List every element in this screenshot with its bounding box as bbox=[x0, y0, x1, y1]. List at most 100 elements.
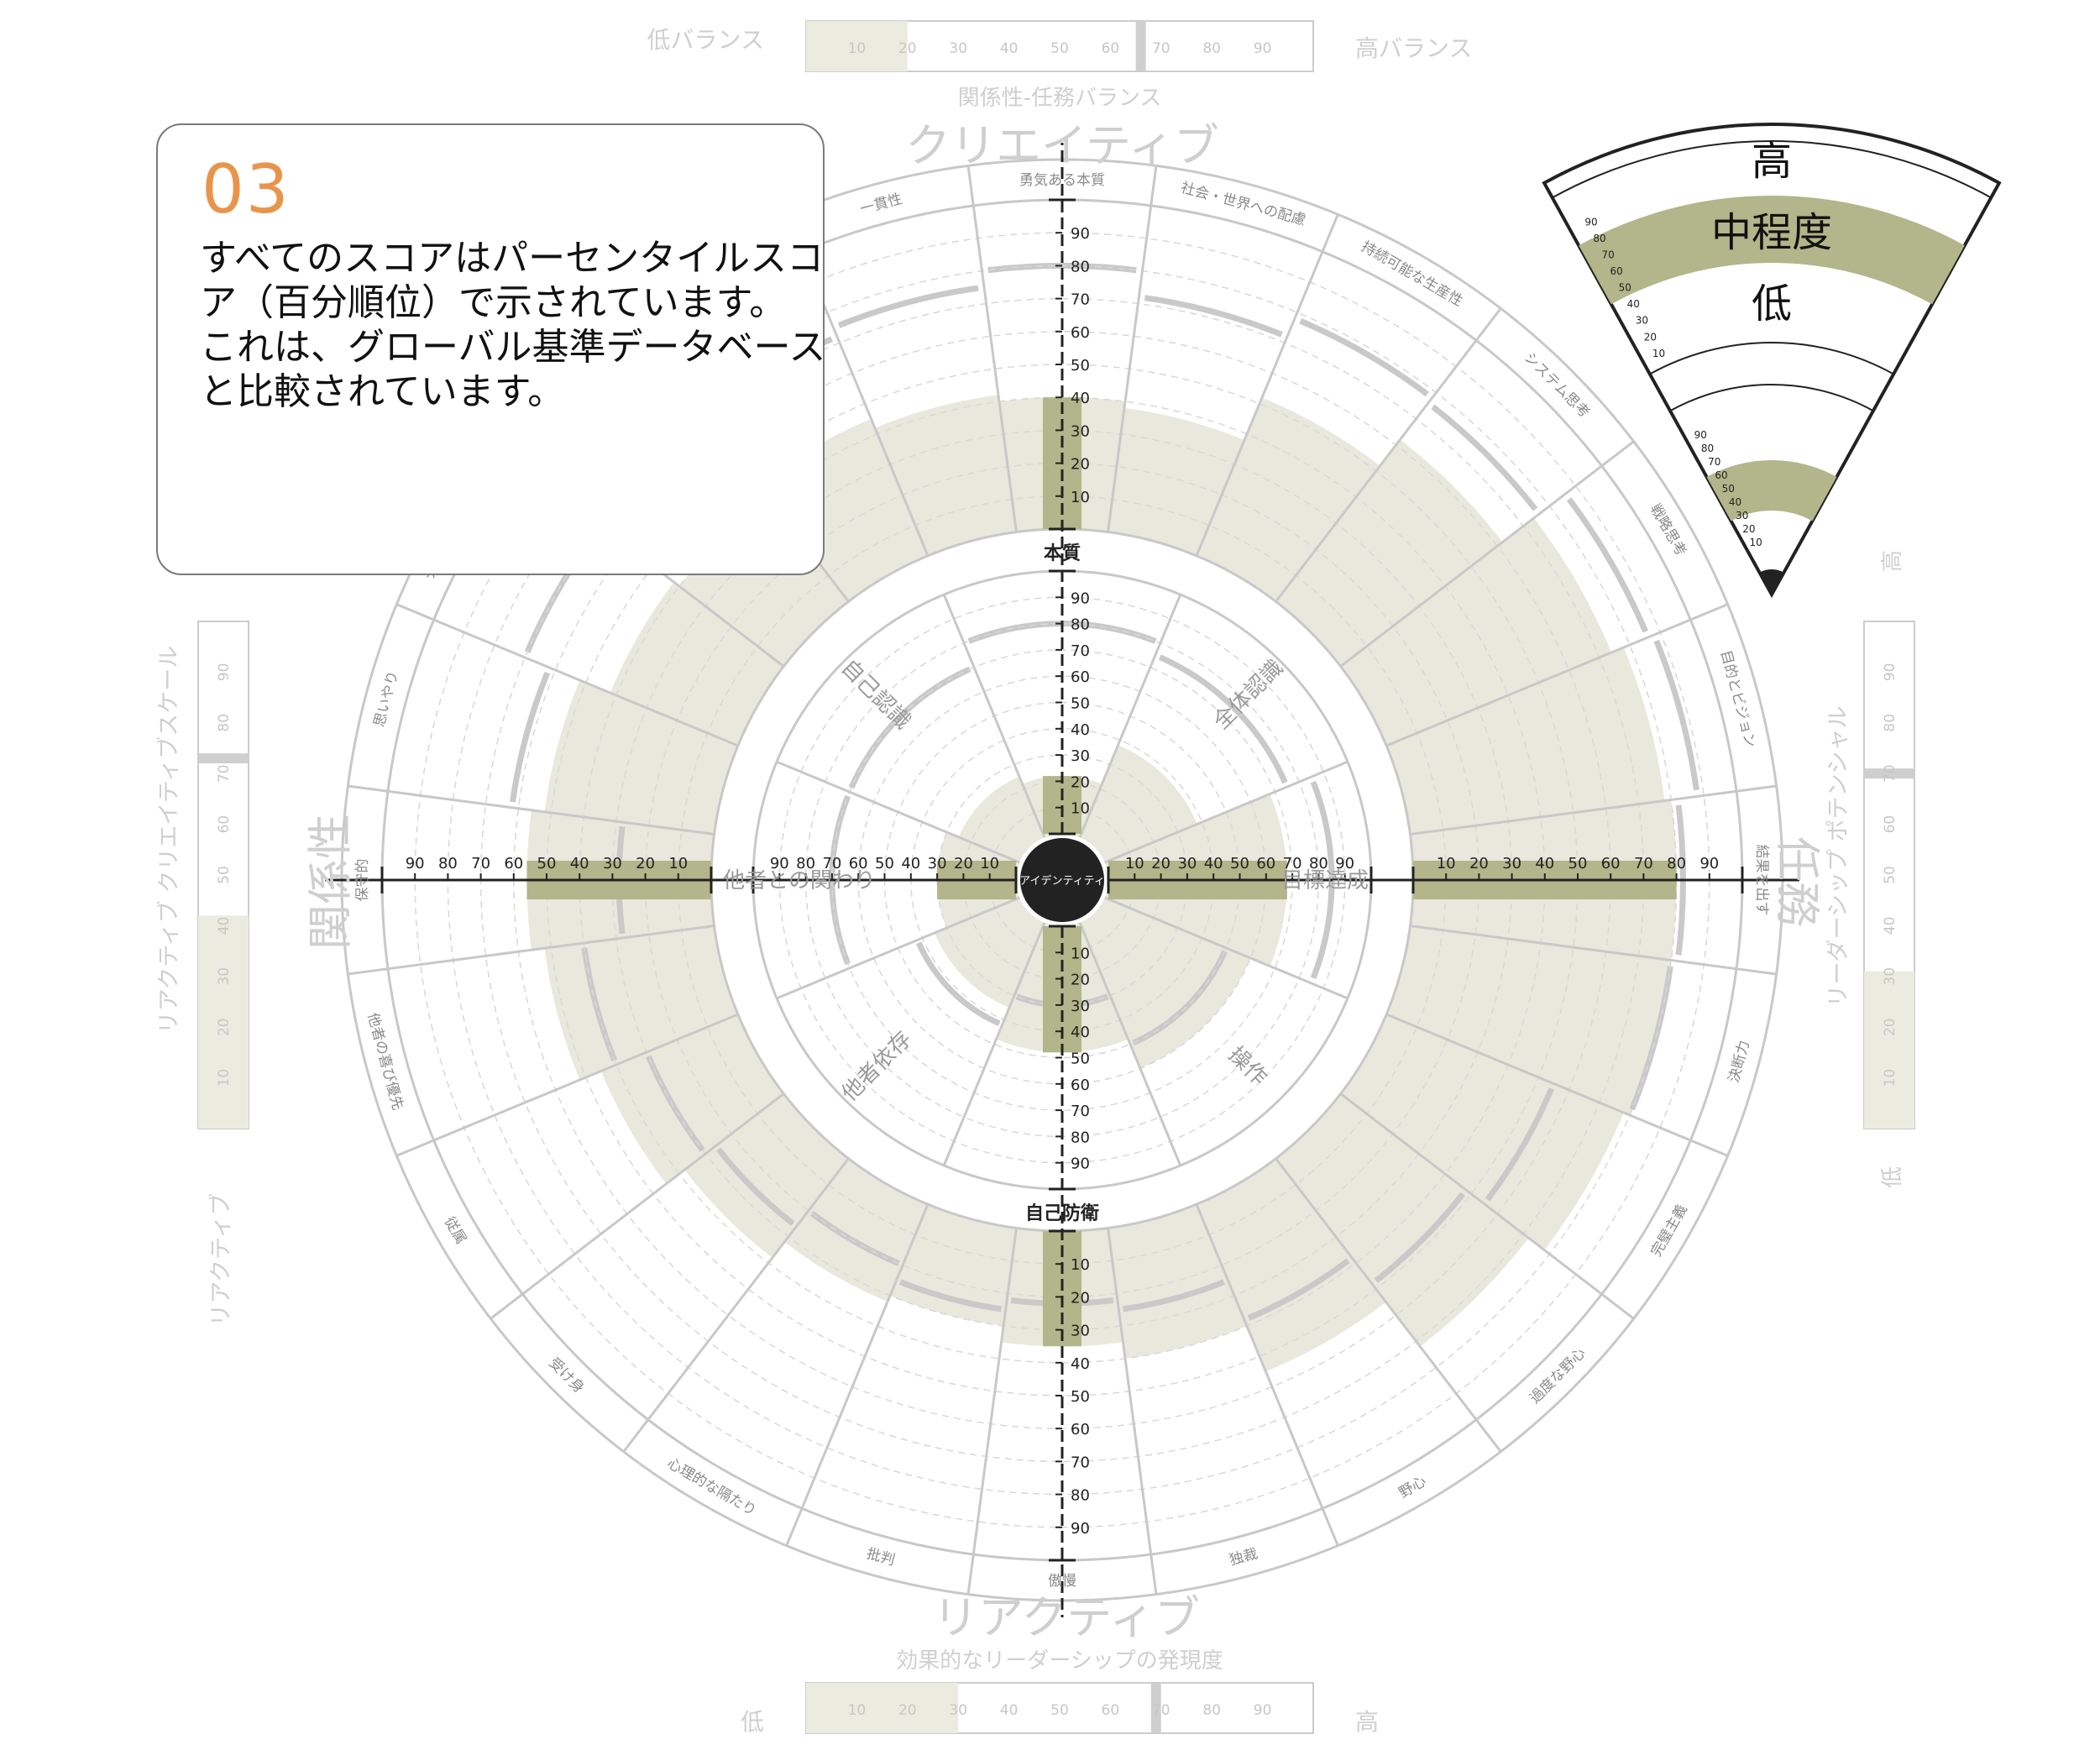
callout-line: これは、グローバル基準データベース bbox=[200, 326, 826, 369]
outer-marker-arc bbox=[1144, 295, 1283, 338]
outer-sector-label: 傲慢 bbox=[1048, 1572, 1076, 1590]
axis-tick-label: 30 bbox=[1071, 998, 1090, 1015]
outer-marker-arc bbox=[1566, 497, 1648, 633]
outer-sector-label: 社会・世界への配慮 bbox=[1179, 180, 1307, 229]
axis-tick-label: 20 bbox=[1151, 855, 1170, 872]
legend-tick: 10 bbox=[1652, 348, 1665, 359]
bottom_scale-marker bbox=[1150, 1683, 1161, 1733]
outer-sector-label: 戦略思考 bbox=[1647, 501, 1689, 559]
outer-sector-divider bbox=[348, 784, 715, 836]
axis-tick-label: 20 bbox=[1469, 855, 1489, 872]
outer-sector-divider bbox=[1385, 603, 1729, 747]
axis-tick-label: 70 bbox=[1071, 642, 1090, 660]
inner-marker-arc bbox=[915, 941, 1001, 1027]
axis-tick-label: 30 bbox=[1177, 855, 1197, 872]
bottom_scale-tick: 10 bbox=[848, 1702, 867, 1719]
axis-tick-label: 10 bbox=[668, 855, 688, 872]
outer-sector-divider bbox=[348, 925, 715, 976]
bottom_scale-tick: 40 bbox=[1000, 1702, 1019, 1719]
info-callout: 03 すべてのスコアはパーセンタイルスコ ア（百分順位）で示されています。 これ… bbox=[156, 123, 825, 575]
outer-ring-score-fills bbox=[510, 262, 1699, 1372]
outer-sector-label: 他者の喜び優先 bbox=[364, 1011, 406, 1112]
axis-tick-label: 60 bbox=[1071, 1077, 1090, 1094]
right_scale-tick: 30 bbox=[1882, 967, 1898, 986]
axis-tick-label: 70 bbox=[1071, 291, 1090, 309]
left_scale-tick: 20 bbox=[216, 1018, 233, 1036]
outer-sector-divider bbox=[1339, 440, 1635, 668]
axis-tick-label: 60 bbox=[1071, 668, 1090, 686]
axis-tick-label: 50 bbox=[1071, 357, 1090, 375]
callout-line: と比較されています。 bbox=[200, 370, 565, 413]
callout-line: ア（百分順位）で示されています。 bbox=[200, 281, 787, 324]
axis-tick-label: 50 bbox=[1071, 695, 1090, 713]
quadrant-labels: クリエイティブ リアクティブ 関係性 任務 bbox=[304, 119, 1824, 1644]
outer-sector-divider bbox=[1275, 307, 1502, 603]
axis-tick-label: 20 bbox=[1071, 1289, 1090, 1307]
inner-sector-label: 目標達成 bbox=[1281, 868, 1369, 893]
outer-sector-label: 結果を出す bbox=[1753, 845, 1770, 916]
axis-tick-label: 60 bbox=[1601, 855, 1621, 872]
callout-text: すべてのスコアはパーセンタイルスコ ア（百分順位）で示されています。 これは、グ… bbox=[200, 236, 826, 414]
axis-tick-label: 10 bbox=[1071, 800, 1090, 818]
outer-sector-label: 従属 bbox=[441, 1214, 469, 1247]
quadrant-label-bottom: リアクティブ bbox=[933, 1591, 1200, 1644]
axis-tick-label: 60 bbox=[849, 855, 868, 872]
inner-marker-arc bbox=[1158, 654, 1288, 784]
outer-sector-divider bbox=[1410, 925, 1777, 976]
axis-tick-label: 50 bbox=[875, 855, 894, 872]
outer-sector-divider bbox=[966, 165, 1018, 532]
outer-sector-divider bbox=[966, 1228, 1018, 1595]
outer-score-fill bbox=[1275, 439, 1503, 667]
axis-tick-label: 10 bbox=[1125, 855, 1144, 872]
axis-tick-label: 80 bbox=[1071, 258, 1090, 275]
legend-mid-label: 中程度 bbox=[1711, 209, 1832, 256]
bottom_scale-tick: 30 bbox=[949, 1702, 967, 1719]
bottom_scale-tick: 80 bbox=[1202, 1702, 1221, 1719]
outer-sector-divider bbox=[1107, 1228, 1158, 1595]
inner-sector-divider bbox=[1104, 896, 1349, 1000]
outer-score-fill bbox=[1340, 1014, 1624, 1250]
outer-marker-arc bbox=[1122, 1279, 1225, 1312]
outer-score-fill bbox=[544, 680, 738, 835]
outer-marker-arc bbox=[1247, 1258, 1350, 1321]
axis-tick-label: 30 bbox=[928, 855, 947, 872]
axis-tick-label: 60 bbox=[504, 855, 523, 872]
right_scale-fill bbox=[1864, 971, 1914, 1129]
axis-tick-label: 40 bbox=[1204, 855, 1223, 872]
outer-sector-label: 一貫性 bbox=[858, 191, 903, 218]
axis-tick-label: 10 bbox=[1071, 489, 1090, 506]
axis-tick-label: 60 bbox=[1256, 855, 1275, 872]
outer-score-fill bbox=[875, 395, 1017, 556]
axis-tick-label: 10 bbox=[1071, 1256, 1090, 1274]
outer-sector-label: システム思考 bbox=[1521, 349, 1593, 422]
right_scale-tick: 60 bbox=[1882, 815, 1898, 834]
legend-tick: 60 bbox=[1610, 265, 1623, 277]
axis-tick-label: 50 bbox=[537, 855, 557, 872]
top_scale-tick: 50 bbox=[1050, 40, 1069, 57]
legend-tick: 70 bbox=[1708, 456, 1720, 468]
axis-tick-label: 20 bbox=[1071, 456, 1090, 474]
outer-sector-divider bbox=[785, 1203, 930, 1547]
top_scale-title: 関係性-任務バランス bbox=[958, 86, 1162, 111]
top_scale-tick: 60 bbox=[1102, 40, 1120, 57]
left_scale-marker bbox=[198, 753, 249, 764]
inner-sector-divider bbox=[776, 896, 1020, 1000]
score-legend: 高中程度低90908080707060605050404030302020101… bbox=[1542, 123, 2002, 599]
legend-tick: 40 bbox=[1729, 496, 1741, 508]
axis-tick-label: 70 bbox=[822, 855, 841, 872]
outer-score-fill bbox=[544, 925, 738, 1080]
legend-tick: 50 bbox=[1619, 282, 1631, 294]
axis-tick-label: 90 bbox=[770, 855, 789, 872]
axis-tick-label: 80 bbox=[1071, 1487, 1090, 1505]
outer-score-fill bbox=[1275, 1093, 1529, 1347]
legend-tick: 70 bbox=[1601, 249, 1614, 260]
axis-tick-label: 80 bbox=[796, 855, 815, 872]
axis-tick-label: 20 bbox=[1071, 972, 1090, 989]
left_scale-tick: 50 bbox=[216, 866, 233, 884]
inner-sector-divider bbox=[1104, 760, 1349, 864]
axis-tick-label: 10 bbox=[980, 855, 999, 872]
top_scale-tick: 10 bbox=[848, 40, 867, 57]
outer-score-fill bbox=[1340, 517, 1612, 747]
inner-sector-divider bbox=[942, 594, 1046, 838]
